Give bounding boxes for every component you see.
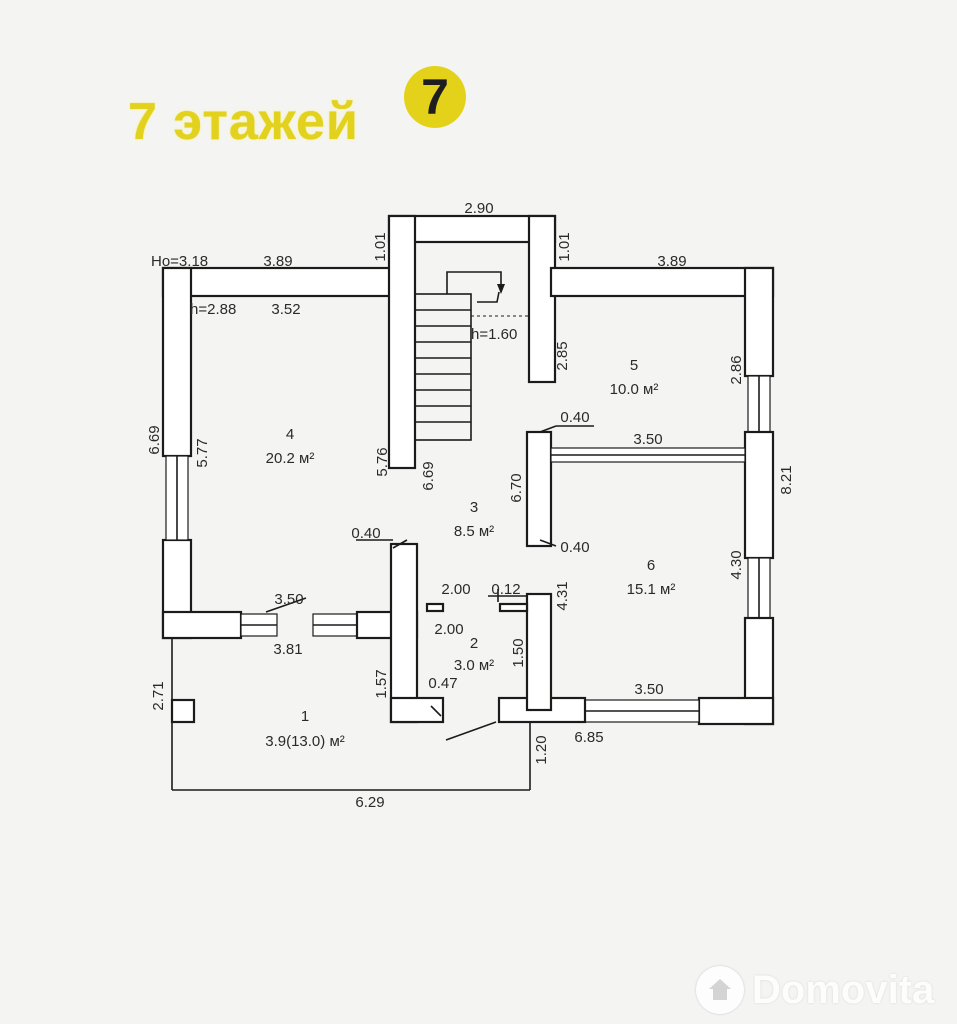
outer-walls	[161, 214, 775, 726]
domovita-logo-icon	[696, 966, 744, 1014]
dim-right-outer: 8.21	[778, 465, 795, 494]
dim-room4-right: 5.76	[374, 447, 391, 476]
dim-hall-door: 0.47	[428, 675, 457, 692]
dim-terrace-bottom: 6.29	[355, 794, 384, 811]
terrace-column	[170, 698, 196, 724]
dim-room5-right: 2.86	[728, 355, 745, 384]
dim-partition-top: 0.40	[560, 409, 589, 426]
dimension-labels-horizontal: 2.90 3.89 3.89 3.52 0.40 3.50 0.40 0.40 …	[263, 200, 686, 811]
dim-outer-bottom: 6.85	[574, 729, 603, 746]
wall-hall-right	[525, 592, 553, 712]
dim-door-a: 2.00	[441, 581, 470, 598]
wall-hall-bottom	[389, 696, 445, 724]
stair-height-label: h=1.60	[471, 326, 517, 343]
dim-wall-left-stub: 0.40	[351, 525, 380, 542]
stair-arrow-path	[446, 271, 502, 294]
dim-partition-bottom: 0.40	[560, 539, 589, 556]
dim-room6-top: 3.50	[633, 431, 662, 448]
room-3-area: 8.5 м²	[454, 523, 494, 540]
terrace	[170, 638, 531, 791]
dim-room6-right: 4.30	[728, 550, 745, 579]
room-2-area: 3.0 м²	[454, 657, 494, 674]
door-stub-left	[425, 602, 445, 613]
page-title: 7 этажей	[128, 93, 359, 151]
inner-walls	[389, 430, 746, 724]
dim-room6-bottom: 3.50	[634, 681, 663, 698]
wall-bay-right	[527, 214, 557, 384]
wall-right-top	[743, 266, 775, 378]
dim-room4-bottom: 3.50	[274, 591, 303, 608]
dim-top-left: 3.89	[263, 253, 292, 270]
dim-top-center: 2.90	[464, 200, 493, 217]
stair-arrow-icon	[497, 284, 505, 294]
wall-bottom-left	[161, 610, 243, 640]
watermark: Domovita	[696, 966, 934, 1014]
dim-door-b: 2.00	[434, 621, 463, 638]
room-5-number: 5	[630, 357, 638, 374]
dim-top-right: 3.89	[657, 253, 686, 270]
dim-left-outer: 6.69	[146, 425, 163, 454]
staircase	[414, 271, 529, 441]
wall-hall-left	[389, 542, 419, 724]
outer-height: Ho=3.18	[151, 253, 208, 270]
dim-room4-top: 3.52	[271, 301, 300, 318]
room-6-area: 15.1 м²	[627, 581, 676, 598]
stair-turn	[477, 291, 500, 303]
leader-lines	[265, 425, 594, 741]
wall-bay-left	[387, 214, 417, 470]
wall-partition-3-6	[525, 430, 553, 548]
dim-terrace-left: 2.71	[150, 681, 167, 710]
room-2-number: 2	[470, 635, 478, 652]
dim-room6-left: 4.31	[554, 581, 571, 610]
room-1-area: 3.9(13.0) м²	[265, 733, 345, 750]
room-6-number: 6	[647, 557, 655, 574]
dim-hall-left: 1.57	[373, 669, 390, 698]
dim-room5-left: 2.85	[554, 341, 571, 370]
wall-bottom-right	[697, 696, 775, 726]
dim-room4-left: 5.77	[194, 438, 211, 467]
height-labels: Ho=3.18 h=2.88 h=1.60	[151, 253, 517, 343]
watermark-brand: Domovita	[752, 967, 935, 1012]
inner-height: h=2.88	[190, 301, 236, 318]
dim-door-012: 0.12	[491, 581, 520, 598]
door-stub-right	[498, 602, 529, 613]
wall-top-left	[161, 266, 395, 298]
dim-stair-height: 6.69	[420, 461, 437, 490]
room-3-number: 3	[470, 499, 478, 516]
dim-hall-right: 1.50	[510, 638, 527, 667]
dim-terrace-right: 1.20	[533, 735, 550, 764]
dim-terrace-top: 3.81	[273, 641, 302, 658]
dim-bay-right: 1.01	[556, 232, 573, 261]
room-labels: 4 20.2 м² 5 10.0 м² 3 8.5 м² 6 15.1 м² 2…	[265, 357, 675, 750]
dimension-labels-vertical: 1.01 1.01 6.69 5.77 5.76 6.69 6.70 2.85 …	[146, 232, 795, 764]
room-4-area: 20.2 м²	[266, 450, 315, 467]
floor-badge: 7	[404, 66, 466, 128]
wall-right-middle	[743, 430, 775, 560]
dim-bay-left: 1.01	[372, 232, 389, 261]
stair-outline	[414, 293, 472, 441]
dim-room3-width: 6.70	[508, 473, 525, 502]
room-4-number: 4	[286, 426, 294, 443]
room-5-area: 10.0 м²	[610, 381, 659, 398]
wall-top-right	[549, 266, 775, 298]
room-1-number: 1	[301, 708, 309, 725]
wall-left-upper	[161, 266, 193, 458]
